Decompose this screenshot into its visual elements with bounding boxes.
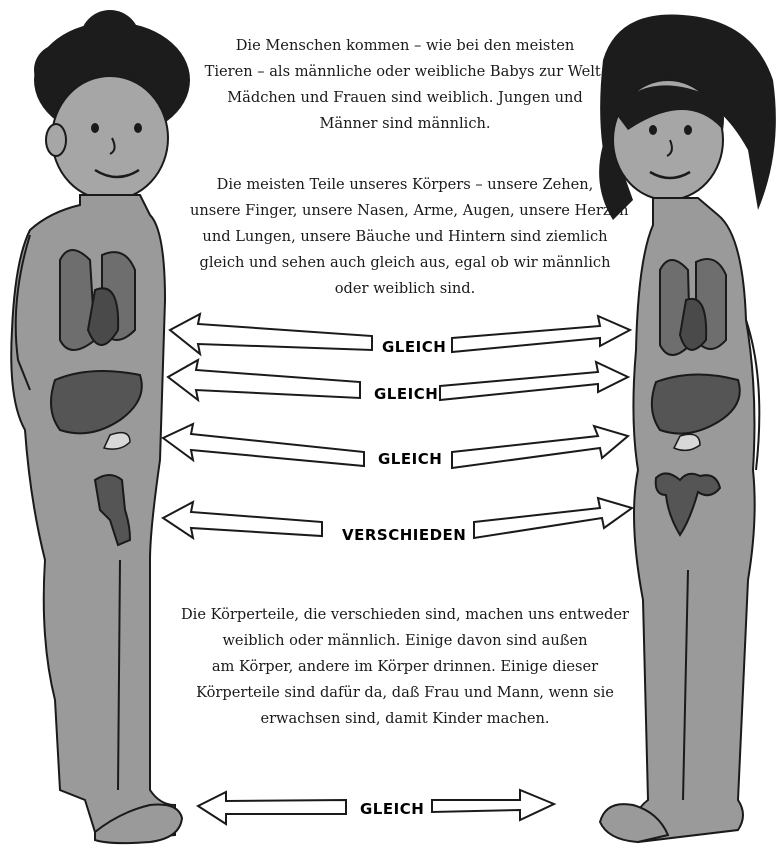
left-arrow: [163, 424, 364, 466]
text-line: am Körper, andere im Körper drinnen. Ein…: [180, 654, 630, 680]
outro-paragraph: Die Körperteile, die verschieden sind, m…: [180, 602, 630, 732]
left-arrow: [198, 792, 346, 824]
right-arrow: [452, 316, 630, 352]
comparison-label: GLEICH: [374, 385, 438, 403]
comparison-row-chest: GLEICH: [170, 314, 630, 356]
right-arrow: [474, 498, 632, 538]
comparison-row-upper-abdomen: GLEICH: [168, 360, 628, 403]
comparison-label: VERSCHIEDEN: [342, 526, 466, 544]
comparison-label: GLEICH: [378, 450, 442, 468]
comparison-row-lower-abdomen: GLEICH: [163, 424, 628, 468]
right-arrow: [432, 790, 554, 820]
comparison-row-genitals: VERSCHIEDEN: [163, 498, 632, 544]
left-arrow: [168, 360, 360, 400]
left-arrow: [163, 502, 322, 538]
right-arrow: [452, 426, 628, 468]
text-line: Körperteile sind dafür da, daß Frau und …: [180, 680, 630, 706]
comparison-label: GLEICH: [382, 338, 446, 356]
comparison-label: GLEICH: [360, 800, 424, 818]
comparison-row-feet: GLEICH: [198, 790, 554, 824]
text-line: erwachsen sind, damit Kinder machen.: [180, 706, 630, 732]
left-arrow: [170, 314, 372, 354]
right-arrow: [440, 362, 628, 400]
text-line: Die Körperteile, die verschieden sind, m…: [180, 602, 630, 628]
text-line: weiblich oder männlich. Einige davon sin…: [180, 628, 630, 654]
